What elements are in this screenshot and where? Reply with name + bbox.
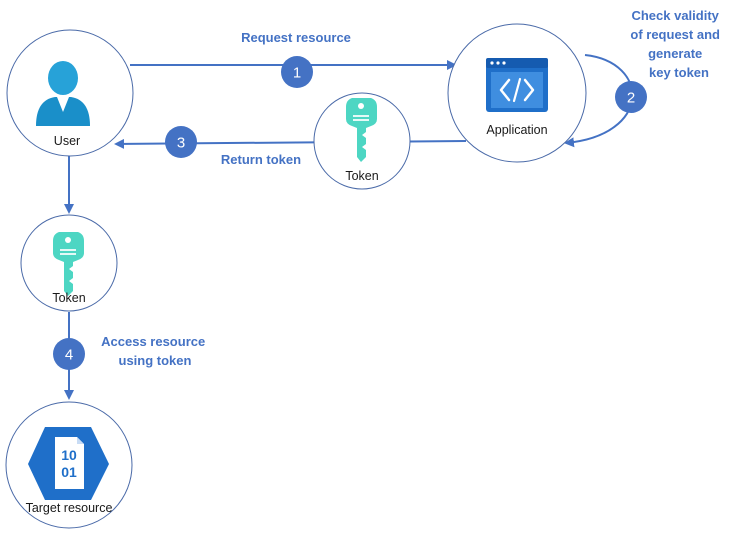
target-resource-label: Target resource (26, 501, 113, 515)
step-2-line-4: key token (649, 65, 709, 80)
application-icon (486, 58, 548, 112)
step-4-line-2: using token (119, 353, 192, 368)
step-4-line-1: Access resource (101, 334, 205, 349)
step-4-label: Access resource using token (101, 334, 209, 368)
user-label: User (54, 134, 80, 148)
step-number-4: 4 (65, 347, 73, 364)
step-badge-1: 1 (281, 56, 313, 88)
application-node: Application (447, 23, 587, 163)
target-resource-node: 10 01 Target resource (5, 401, 133, 529)
key-icon (346, 98, 377, 162)
step-badge-4: 4 (53, 338, 85, 370)
step-number-3: 3 (177, 135, 185, 152)
user-icon (36, 61, 90, 126)
step-2-label: Check validity of request and generate k… (630, 8, 723, 80)
user-node: User (6, 29, 134, 157)
token-return-node: Token (313, 92, 411, 190)
token-user-node: Token (20, 214, 118, 312)
step-badge-2: 2 (615, 81, 647, 113)
step-2-line-2: of request and (630, 27, 720, 42)
binary-bits-bottom: 01 (61, 464, 77, 480)
binary-file-icon: 10 01 (28, 427, 109, 500)
step-number-2: 2 (627, 90, 635, 107)
token-user-label: Token (52, 291, 85, 305)
step-2-line-1: Check validity (631, 8, 719, 23)
step-badge-3: 3 (165, 126, 197, 158)
binary-bits-top: 10 (61, 447, 77, 463)
step-number-1: 1 (293, 65, 301, 82)
step-1-label: Request resource (241, 30, 351, 45)
key-icon (53, 232, 84, 296)
application-label: Application (486, 123, 547, 137)
token-return-label: Token (345, 169, 378, 183)
step-2-line-3: generate (648, 46, 702, 61)
step-3-label: Return token (221, 152, 301, 167)
